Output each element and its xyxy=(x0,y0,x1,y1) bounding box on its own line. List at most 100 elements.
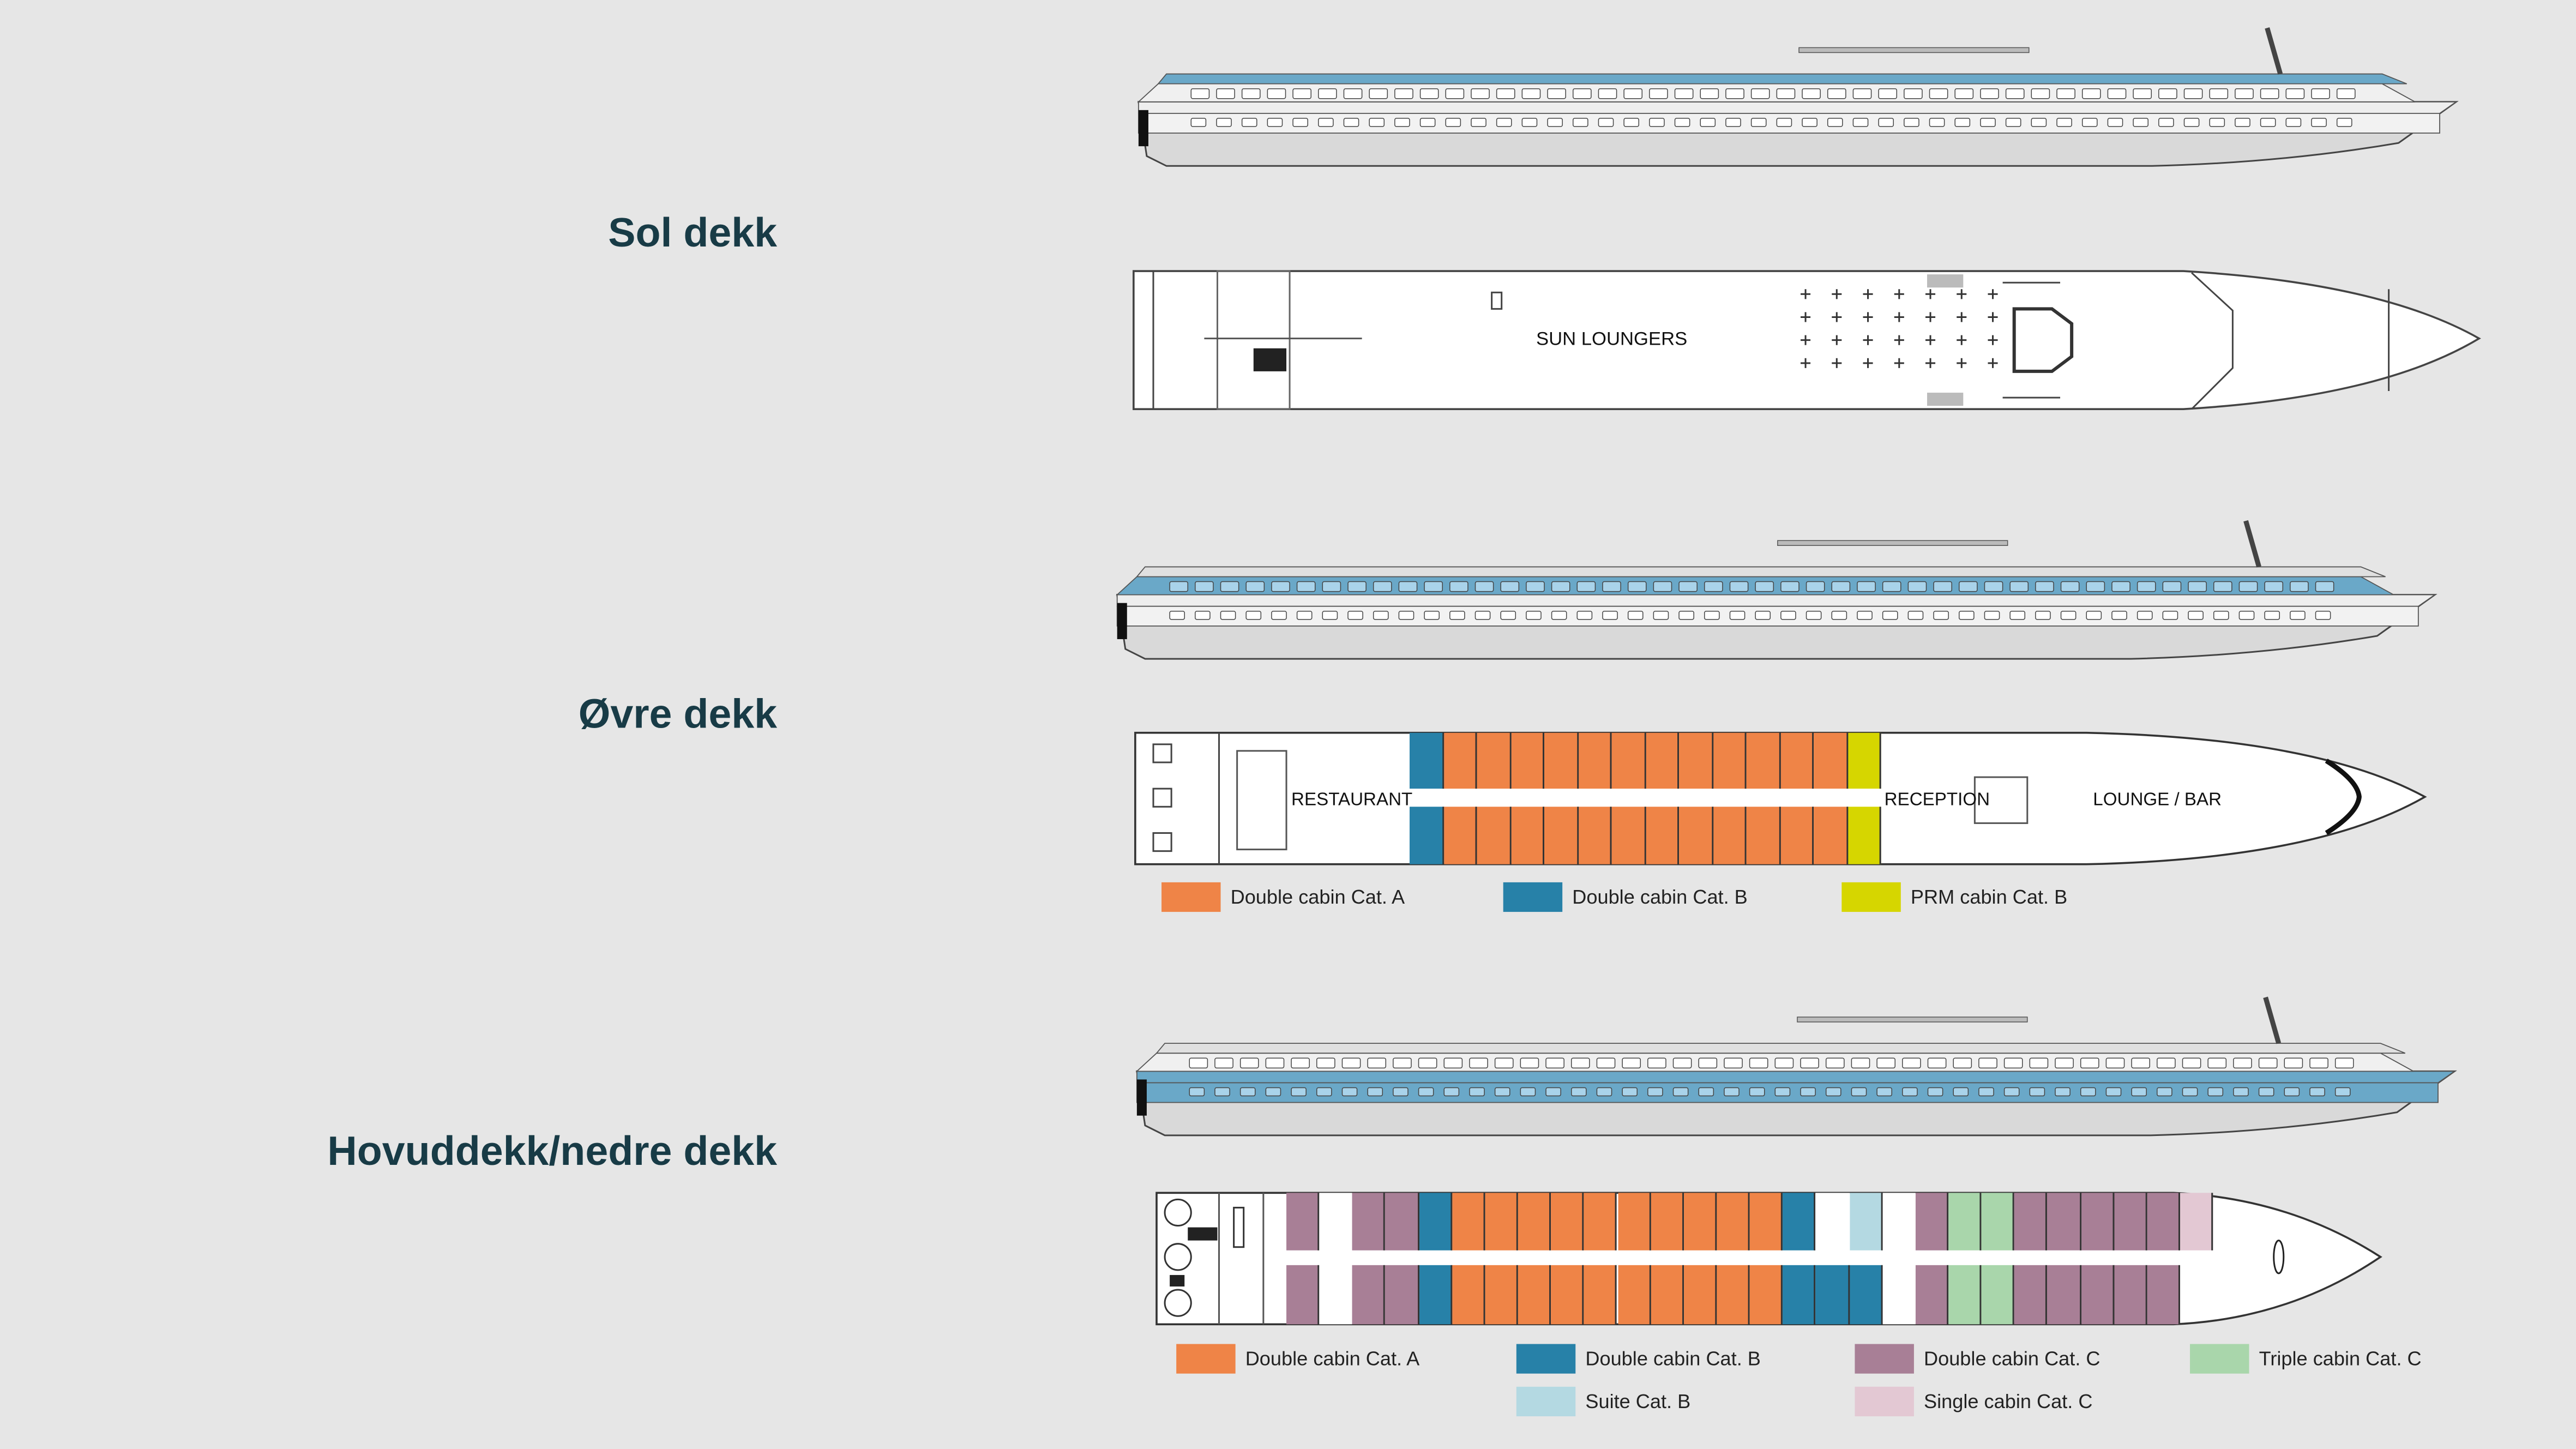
cabin-A xyxy=(1683,1265,1717,1325)
cabin-C xyxy=(2048,1265,2081,1325)
cabin-C xyxy=(1915,1265,1949,1325)
cabin-A xyxy=(1443,732,1477,789)
legend-item: Double cabin Cat. B xyxy=(1503,882,1748,912)
legend-label: Double cabin Cat. A xyxy=(1245,1347,1420,1370)
cabin-A xyxy=(1578,732,1612,789)
cabin-A xyxy=(1749,1265,1783,1325)
cabin-C xyxy=(2014,1193,2048,1250)
legend-swatch xyxy=(1841,882,1901,912)
cabin-A xyxy=(1780,732,1814,789)
cabin-C xyxy=(1286,1265,1320,1325)
cabin-A xyxy=(1584,1193,1618,1250)
cabin-A xyxy=(1717,1193,1750,1250)
cabin-T xyxy=(1948,1193,1982,1250)
cabin-C xyxy=(1352,1265,1386,1325)
restaurant-label: RESTAURANT xyxy=(1291,790,1413,810)
cabin-T xyxy=(1981,1265,2015,1325)
cabin-A xyxy=(1679,807,1713,864)
legend-label: Double cabin Cat. A xyxy=(1230,885,1405,909)
cabin-A xyxy=(1578,807,1612,864)
cabin-A xyxy=(1814,732,1847,789)
cabin-A xyxy=(1510,732,1545,789)
cabin-B xyxy=(1783,1265,1816,1325)
legend-swatch xyxy=(1161,882,1221,912)
cabin-P xyxy=(1847,807,1881,864)
cabin-C xyxy=(2014,1265,2048,1325)
main-deck-cabins-starboard xyxy=(1286,1193,2213,1250)
legend-swatch xyxy=(2190,1344,2249,1374)
cabin-A xyxy=(1584,1265,1618,1325)
legend-item: Double cabin Cat. A xyxy=(1176,1344,1420,1374)
cabin-A xyxy=(1617,1265,1651,1325)
deck-title-upper: Øvre dekk xyxy=(578,692,778,738)
cabin-B xyxy=(1409,807,1443,864)
legend-swatch xyxy=(1855,1386,1914,1417)
cabin-A xyxy=(1712,807,1747,864)
main-deck-cabins-port xyxy=(1286,1265,2213,1325)
cabin-A xyxy=(1544,732,1578,789)
legend-label: Double cabin Cat. B xyxy=(1585,1347,1761,1370)
legend-item: Double cabin Cat. B xyxy=(1516,1344,1761,1374)
cabin-C xyxy=(2080,1265,2114,1325)
legend-label: Suite Cat. B xyxy=(1585,1390,1691,1414)
legend-item: Triple cabin Cat. C xyxy=(2190,1344,2422,1374)
ship-profile-upper-deck xyxy=(1116,520,2437,660)
cabin-A xyxy=(1814,807,1847,864)
corridor-gap xyxy=(1319,1193,1353,1250)
upper-deck-cabins-port xyxy=(1409,807,1881,864)
cabin-A xyxy=(1650,1193,1684,1250)
ship-profile-main-deck xyxy=(1135,996,2457,1137)
cabin-A xyxy=(1452,1193,1485,1250)
cabin-C xyxy=(1915,1193,1949,1250)
cabin-A xyxy=(1712,732,1747,789)
cabin-C xyxy=(1386,1265,1419,1325)
cabin-T xyxy=(1948,1265,1982,1325)
cabin-C xyxy=(2114,1265,2147,1325)
cabin-C xyxy=(1352,1193,1386,1250)
cabin-A xyxy=(1477,732,1511,789)
cabin-A xyxy=(1452,1265,1485,1325)
cabin-A xyxy=(1650,1265,1684,1325)
cabin-B xyxy=(1418,1193,1452,1250)
sun-loungers-label: SUN LOUNGERS xyxy=(1536,330,1688,350)
cabin-B xyxy=(1816,1265,1850,1325)
legend-swatch xyxy=(1503,882,1563,912)
corridor-gap xyxy=(1882,1265,1916,1325)
cabin-C xyxy=(1286,1193,1320,1250)
legend-label: Double cabin Cat. C xyxy=(1923,1347,2100,1370)
deck-title-main: Hovuddekk/nedre dekk xyxy=(327,1128,778,1175)
cabin-C xyxy=(2147,1265,2181,1325)
cabin-A xyxy=(1477,807,1511,864)
sun-deck-plan xyxy=(1133,270,2481,410)
cabin-A xyxy=(1544,807,1578,864)
cabin-A xyxy=(1683,1193,1717,1250)
upper-deck-cabins-starboard xyxy=(1409,732,1881,789)
cabin-A xyxy=(1443,807,1477,864)
cabin-A xyxy=(1746,732,1780,789)
legend-item: Suite Cat. B xyxy=(1516,1386,1691,1417)
legend-label: Triple cabin Cat. C xyxy=(2259,1347,2422,1370)
cabin-A xyxy=(1611,732,1646,789)
corridor-gap xyxy=(1319,1265,1353,1325)
cabin-A xyxy=(1485,1265,1518,1325)
cabin-C xyxy=(2080,1193,2114,1250)
cabin-C xyxy=(2147,1193,2181,1250)
cabin-A xyxy=(1611,807,1646,864)
cabin-C xyxy=(1386,1193,1419,1250)
legend-label: Double cabin Cat. B xyxy=(1572,885,1748,909)
cabin-B xyxy=(1849,1265,1882,1325)
legend-item: Single cabin Cat. C xyxy=(1855,1386,2093,1417)
cabin-B xyxy=(1409,732,1443,789)
legend-item: Double cabin Cat. A xyxy=(1161,882,1405,912)
lounge-bar-label: LOUNGE / BAR xyxy=(2093,790,2222,810)
sun-lounger-grid-icon xyxy=(1801,289,1998,368)
cabin-A xyxy=(1780,807,1814,864)
cabin-A xyxy=(1645,807,1680,864)
cabin-A xyxy=(1551,1193,1585,1250)
cabin-A xyxy=(1749,1193,1783,1250)
cabin-A xyxy=(1518,1265,1551,1325)
cabin-A xyxy=(1510,807,1545,864)
cabin-A xyxy=(1617,1193,1651,1250)
legend-label: Single cabin Cat. C xyxy=(1923,1390,2093,1414)
